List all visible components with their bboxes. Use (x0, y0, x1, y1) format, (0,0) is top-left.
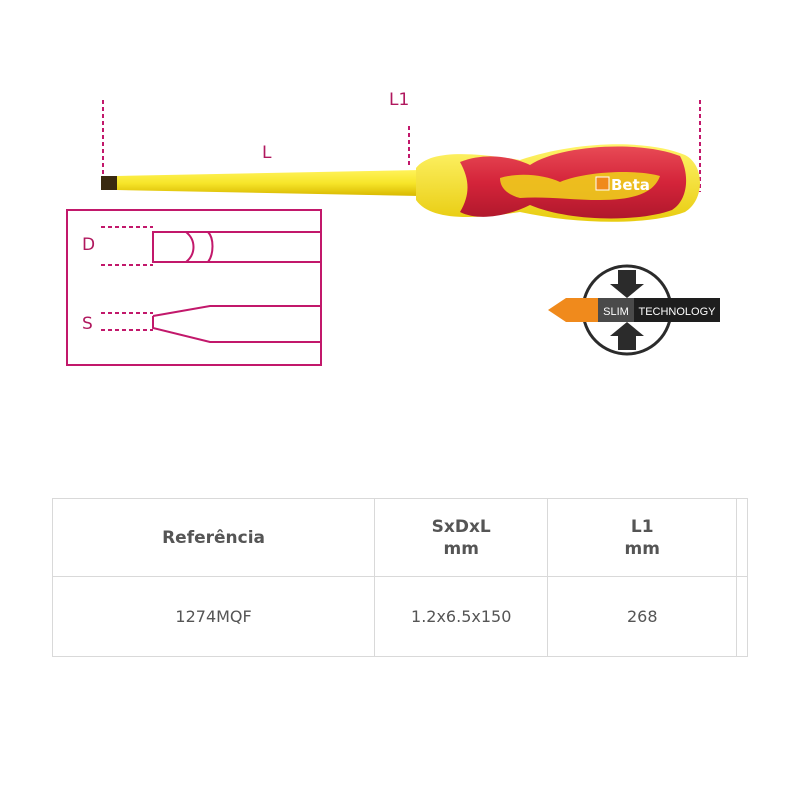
badge-technology-text: TECHNOLOGY (638, 306, 716, 318)
beta-logo-text: Beta (611, 176, 650, 194)
slim-technology-badge: SLIM TECHNOLOGY (548, 264, 720, 356)
header-l1-line2: mm (624, 538, 660, 559)
cell-l1: 268 (547, 576, 738, 657)
screwdriver-illustration: Beta SLIM TECHNOLOGY (66, 100, 720, 366)
header-size-line1: SxDxL (431, 516, 491, 537)
header-spacer (736, 498, 748, 577)
header-l1-line1: L1 (630, 516, 654, 537)
dimension-label-L: L (262, 143, 272, 163)
cell-reference: 1274MQF (51, 576, 376, 657)
spec-table: Referência SxDxL mm L1 mm 1274MQF 1.2x6.… (51, 498, 748, 657)
header-reference: Referência (51, 498, 376, 577)
header-size: SxDxL mm (374, 498, 549, 577)
badge-slim-text: SLIM (603, 306, 629, 318)
dimension-label-D: D (82, 235, 96, 255)
dimension-lines (102, 100, 701, 192)
screwdriver-shaft (117, 170, 420, 196)
dimension-label-S: S (82, 314, 93, 334)
cell-size: 1.2x6.5x150 (374, 576, 549, 657)
beta-logo-mark (595, 176, 610, 191)
header-l1: L1 mm (547, 498, 738, 577)
handle-yellow-insert (500, 172, 660, 200)
beta-logo: Beta (595, 176, 650, 194)
blade-tip (101, 176, 119, 190)
dimension-label-L1: L1 (389, 90, 410, 110)
table-header-row: Referência SxDxL mm L1 mm (51, 498, 748, 577)
cell-spacer (736, 576, 748, 657)
header-size-line2: mm (443, 538, 479, 559)
table-row: 1274MQF 1.2x6.5x150 268 (51, 576, 748, 657)
tip-detail-S (101, 305, 320, 343)
tip-detail-box (66, 209, 322, 366)
tip-detail-D (101, 226, 320, 266)
